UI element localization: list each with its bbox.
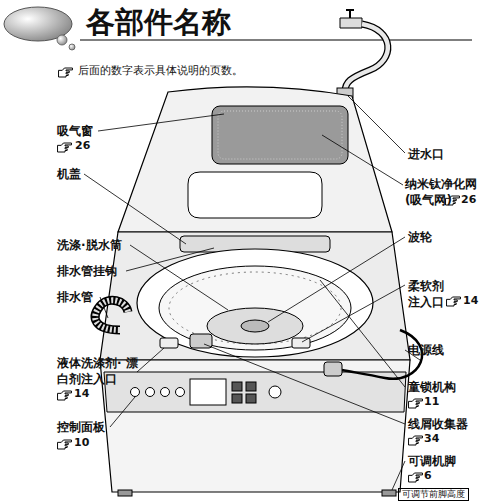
- note-text: 后面的数字表示具体说明的页数。: [78, 64, 243, 78]
- water-tap: [340, 18, 362, 28]
- part-name: 液体洗涤剂· 漂白剂注入口: [57, 356, 139, 387]
- button: [146, 388, 155, 397]
- vent-mesh: [218, 111, 342, 159]
- page-number: 11: [424, 395, 439, 409]
- page-number: 14: [74, 387, 89, 401]
- page-number: 14: [463, 294, 478, 308]
- tub-holes: [169, 272, 341, 344]
- hand-icon: [58, 440, 72, 449]
- leader-line: [348, 96, 405, 153]
- part-name: 线屑收集器: [408, 417, 468, 433]
- cabinet-top: [100, 232, 410, 360]
- title-rule: [80, 39, 472, 40]
- leader-line: [110, 397, 135, 427]
- leader-line: [204, 344, 405, 424]
- part-name: 控制面板: [57, 420, 105, 436]
- part-name: 排水管挂钩: [57, 264, 117, 280]
- tub-opening: [137, 249, 373, 357]
- hand-icon: [409, 399, 423, 408]
- title-bubble: [57, 35, 67, 45]
- part-name: 吸气窗: [57, 124, 93, 140]
- page-number: 6: [424, 469, 432, 483]
- leader-line: [137, 348, 164, 372]
- title-bubble: [69, 44, 75, 50]
- leader-line: [392, 461, 405, 490]
- button: [161, 388, 170, 397]
- leader-line: [100, 297, 108, 318]
- part-name: 柔软剂 注入口: [408, 279, 448, 310]
- wash-tub: [159, 266, 351, 350]
- part-name: 机盖: [57, 167, 81, 183]
- inlet-hose: [345, 24, 388, 92]
- leader-line: [84, 174, 186, 244]
- part-name: 童锁机构: [408, 380, 456, 396]
- part-name: 洗涤·脱水筒: [57, 238, 122, 254]
- part-name: 电源线: [408, 343, 444, 359]
- leader-line: [126, 248, 214, 271]
- title-text: 各部件名称: [86, 4, 231, 42]
- vent-window: [212, 106, 348, 164]
- hand-icon: [59, 68, 73, 77]
- button: [232, 382, 242, 391]
- lid: [118, 87, 392, 232]
- part-name: 排水管: [57, 290, 93, 306]
- button: [246, 382, 256, 391]
- drain-hose: [95, 300, 128, 330]
- detergent-inlet: [160, 338, 178, 348]
- hand-icon: [58, 391, 72, 400]
- page-number: 34: [424, 432, 439, 446]
- note-box: 可调节前脚高度: [398, 488, 469, 501]
- foot: [118, 490, 132, 496]
- button: [131, 388, 140, 397]
- leader-line: [130, 245, 228, 310]
- button: [176, 388, 185, 397]
- drain-hose: [95, 300, 128, 330]
- hand-icon: [409, 473, 423, 482]
- part-name: 可调机脚: [408, 454, 456, 470]
- power-plug: [324, 362, 342, 376]
- foot: [382, 490, 396, 496]
- front-panel: [100, 360, 410, 492]
- page-number: 26: [75, 139, 90, 153]
- leader-lines: [84, 96, 420, 490]
- water-tap: [346, 10, 354, 18]
- pulsator-hub: [241, 320, 269, 332]
- leader-line: [98, 114, 224, 131]
- leader-line: [320, 280, 405, 387]
- hand-icon: [409, 436, 423, 445]
- part-name: 波轮: [408, 230, 432, 246]
- pulsator: [207, 308, 303, 344]
- page-number: 10: [74, 436, 89, 450]
- inlet-hose: [345, 24, 388, 92]
- button: [232, 394, 242, 403]
- lid-window: [188, 172, 322, 218]
- start-button: [269, 386, 281, 398]
- display: [190, 379, 226, 405]
- button: [246, 394, 256, 403]
- part-name: 进水口: [408, 147, 444, 163]
- leader-line: [302, 285, 405, 342]
- leader-line: [268, 237, 405, 322]
- leader-line: [322, 135, 403, 185]
- hand-icon: [447, 297, 461, 306]
- hand-icon: [58, 143, 72, 152]
- page-number: 26: [461, 193, 476, 207]
